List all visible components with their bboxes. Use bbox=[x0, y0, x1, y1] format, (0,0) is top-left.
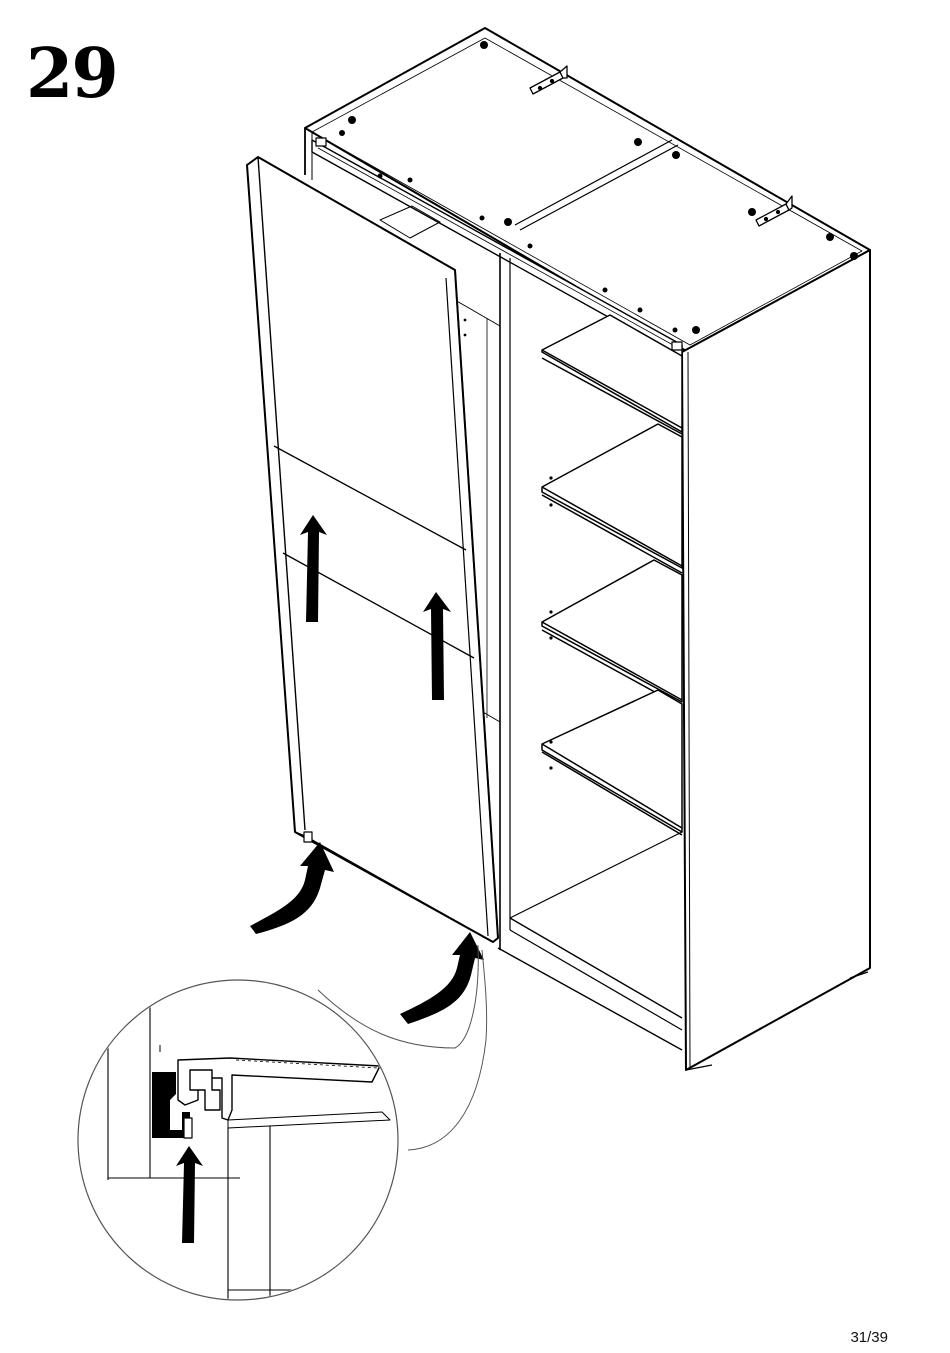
sliding-door bbox=[247, 157, 498, 942]
page-number: 31/39 bbox=[850, 1329, 888, 1346]
detail-magnifier-icon bbox=[78, 945, 487, 1300]
shelf bbox=[542, 690, 682, 835]
curved-arrow-icon bbox=[250, 842, 334, 934]
shelf bbox=[542, 560, 682, 707]
curved-arrow-icon bbox=[400, 932, 484, 1024]
shelf bbox=[542, 424, 682, 573]
